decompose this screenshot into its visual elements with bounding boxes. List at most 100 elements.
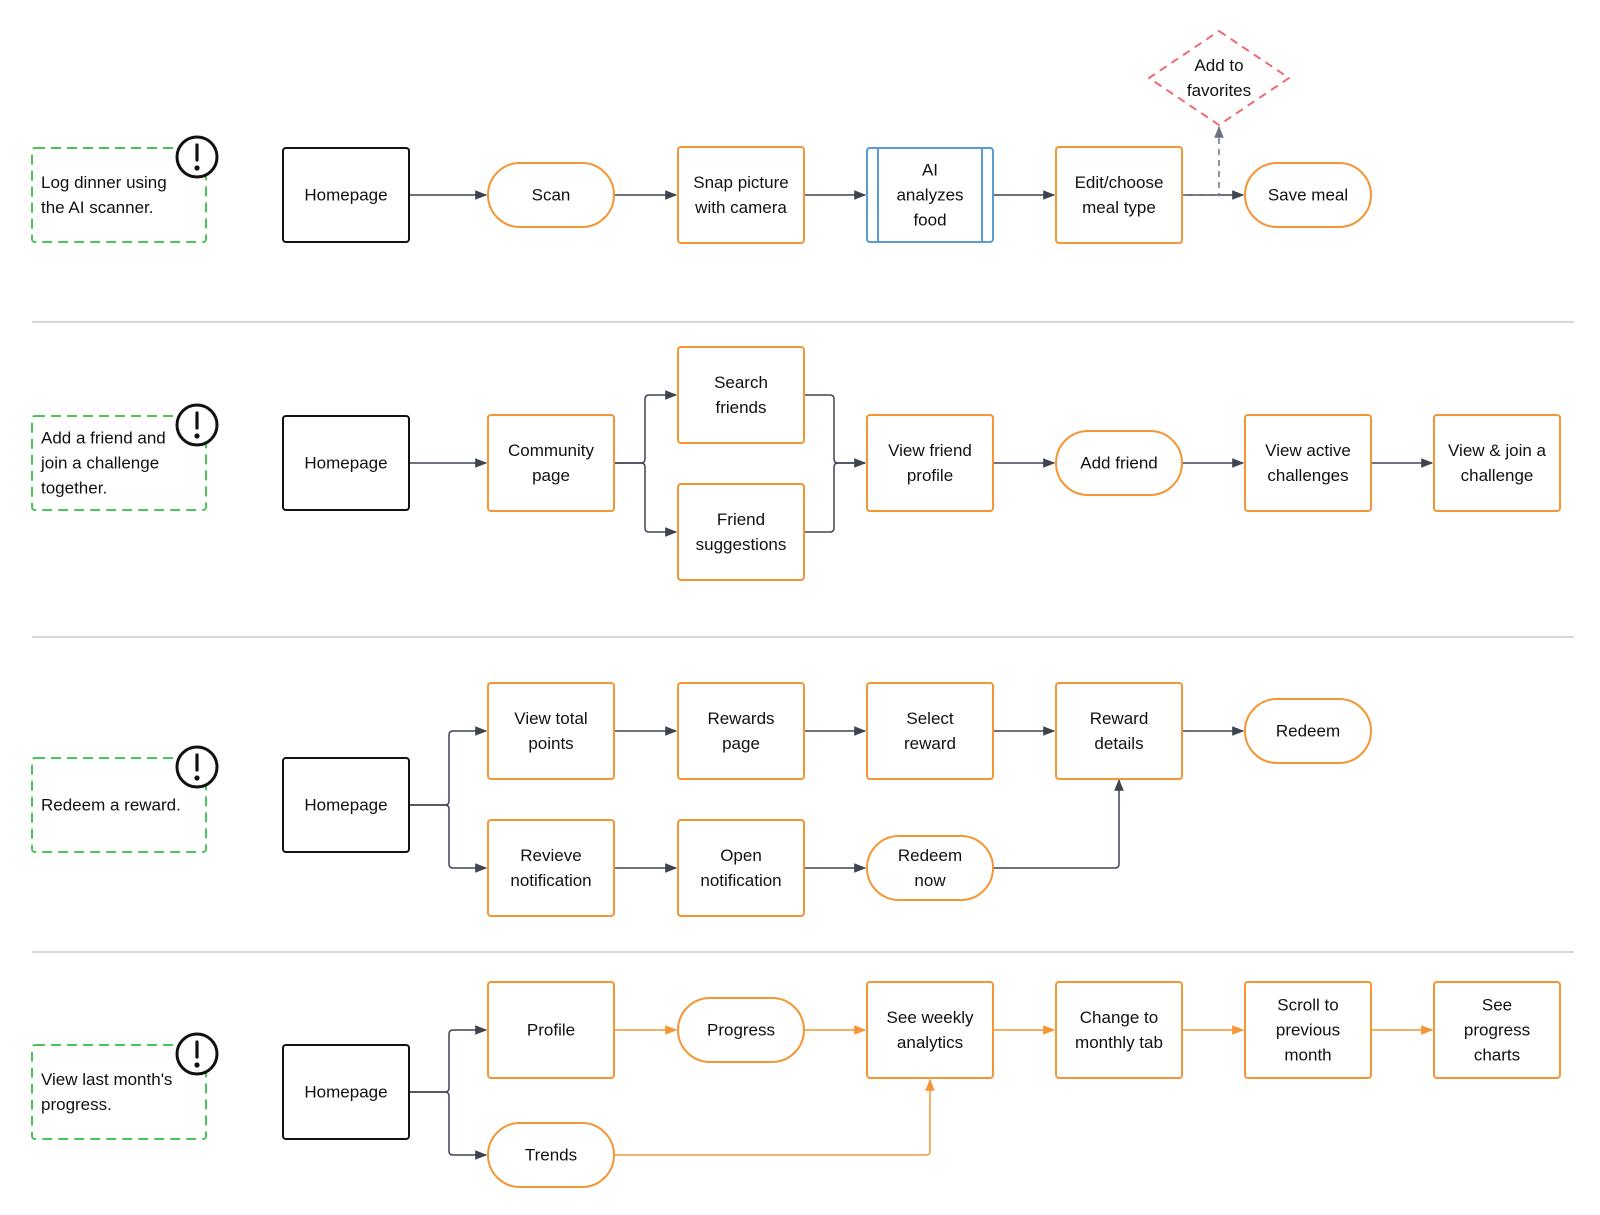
node-select-reward[interactable]: Select reward: [866, 682, 994, 780]
node-snap-picture-text: Snap picture: [693, 173, 788, 192]
node-receive-notification[interactable]: Revieve notification: [487, 819, 615, 917]
node-homepage-2[interactable]: Homepage: [282, 415, 410, 511]
node-select-reward-text: Select: [906, 709, 954, 728]
node-trends[interactable]: Trends: [487, 1122, 615, 1188]
node-add-favorites-text: Add to: [1194, 56, 1243, 75]
node-community-page[interactable]: Community page: [487, 414, 615, 512]
connector-arrow: [1182, 125, 1224, 196]
node-view-total-points[interactable]: View total points: [487, 682, 615, 780]
task-note-4: View last month's progress.: [31, 1032, 219, 1140]
node-view-total-points-text: View total: [514, 709, 587, 728]
node-see-progress-charts-text: charts: [1474, 1046, 1520, 1065]
node-search-friends[interactable]: Search friends: [677, 346, 805, 444]
node-view-total-points-text: points: [528, 734, 573, 753]
node-scroll-previous-month[interactable]: Scroll to previous month: [1244, 981, 1372, 1079]
node-scroll-previous-month-text: previous: [1276, 1021, 1340, 1040]
node-change-monthly-tab-text: monthly tab: [1075, 1033, 1163, 1052]
node-see-progress-charts[interactable]: See progress charts: [1433, 981, 1561, 1079]
node-open-notification-text: Open: [720, 846, 762, 865]
node-friend-suggestions[interactable]: Friend suggestions: [677, 483, 805, 581]
node-community-page-text: Community: [508, 441, 594, 460]
node-add-friend[interactable]: Add friend: [1055, 430, 1183, 496]
alert-icon: [175, 1032, 219, 1076]
node-rewards-page-text: page: [722, 734, 760, 753]
alert-icon: [175, 745, 219, 789]
node-add-friend-text: Add friend: [1080, 454, 1158, 473]
node-see-weekly-analytics-text: See weekly: [887, 1008, 974, 1027]
node-view-friend-profile-text: View friend: [888, 441, 972, 460]
connector-arrow: [804, 394, 867, 468]
connector-arrow: [993, 778, 1124, 869]
node-see-progress-charts-text: progress: [1464, 1021, 1530, 1040]
node-view-active-challenges-text: View active: [1265, 441, 1351, 460]
node-scan-text: Scan: [532, 186, 571, 205]
node-save-meal-text: Save meal: [1268, 186, 1348, 205]
flow-connectors: [409, 125, 1434, 1160]
task-note-2-text: Add a friend and: [41, 429, 166, 448]
node-redeem-now-text: now: [914, 871, 946, 890]
node-homepage-1-text: Homepage: [304, 186, 387, 205]
node-community-page-text: page: [532, 466, 570, 485]
node-see-progress-charts-text: See: [1482, 996, 1512, 1015]
node-profile[interactable]: Profile: [487, 981, 615, 1079]
connector-arrow: [804, 462, 865, 533]
node-trends-text: Trends: [525, 1146, 577, 1165]
node-redeem-text: Redeem: [1276, 722, 1340, 741]
node-add-favorites-text: favorites: [1187, 81, 1251, 100]
connector-arrow: [409, 1025, 488, 1093]
node-search-friends-text: Search: [714, 373, 768, 392]
node-friend-suggestions-text: Friend: [717, 510, 765, 529]
node-scan[interactable]: Scan: [487, 162, 615, 228]
alert-icon: [175, 403, 219, 447]
node-search-friends-text: friends: [715, 398, 766, 417]
node-homepage-3[interactable]: Homepage: [282, 757, 410, 853]
node-profile-text: Profile: [527, 1021, 575, 1040]
node-homepage-1[interactable]: Homepage: [282, 147, 410, 243]
node-ai-analyzes-text: food: [913, 211, 946, 230]
node-receive-notification-text: notification: [510, 871, 591, 890]
connector-arrow: [409, 804, 488, 873]
node-redeem[interactable]: Redeem: [1244, 698, 1372, 764]
node-progress[interactable]: Progress: [677, 997, 805, 1063]
node-rewards-page-text: Rewards: [707, 709, 774, 728]
node-select-reward-text: reward: [904, 734, 956, 753]
task-note-1-text: the AI scanner.: [41, 198, 153, 217]
node-homepage-3-text: Homepage: [304, 796, 387, 815]
alert-icon: [175, 135, 219, 179]
node-homepage-4[interactable]: Homepage: [282, 1044, 410, 1140]
node-receive-notification-text: Revieve: [520, 846, 581, 865]
node-view-friend-profile[interactable]: View friend profile: [866, 414, 994, 512]
node-reward-details-text: details: [1094, 734, 1143, 753]
node-view-join-challenge-text: challenge: [1461, 466, 1534, 485]
node-snap-picture[interactable]: Snap picture with camera: [677, 146, 805, 244]
task-note-4-text: View last month's: [41, 1070, 172, 1089]
task-note-1: Log dinner using the AI scanner.: [31, 135, 219, 243]
task-note-4-text: progress.: [41, 1095, 112, 1114]
node-snap-picture-text: with camera: [694, 198, 787, 217]
node-view-friend-profile-text: profile: [907, 466, 953, 485]
connector-arrow: [409, 1091, 488, 1160]
node-save-meal[interactable]: Save meal: [1244, 162, 1372, 228]
task-note-1-text: Log dinner using: [41, 173, 167, 192]
connector-arrow: [614, 462, 678, 537]
node-scroll-previous-month-text: Scroll to: [1277, 996, 1338, 1015]
task-note-2-text: together.: [41, 479, 107, 498]
node-rewards-page[interactable]: Rewards page: [677, 682, 805, 780]
node-homepage-4-text: Homepage: [304, 1083, 387, 1102]
node-friend-suggestions-text: suggestions: [696, 535, 787, 554]
node-add-favorites[interactable]: Add to favorites: [1148, 30, 1290, 126]
node-homepage-2-text: Homepage: [304, 454, 387, 473]
connector-arrow: [614, 1078, 935, 1156]
node-scroll-previous-month-text: month: [1284, 1046, 1331, 1065]
